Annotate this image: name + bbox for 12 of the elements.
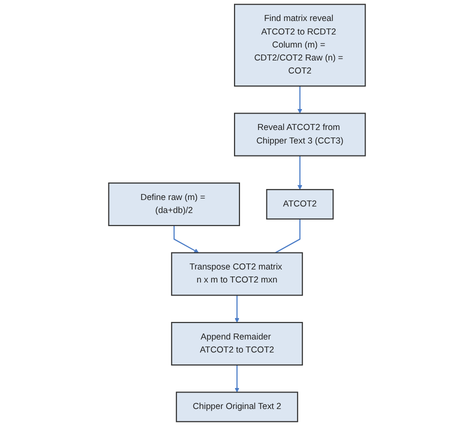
node-box: Reveal ATCOT2 from Chipper Text 3 (CCT3) — [234, 112, 366, 156]
node-box: Define raw (m) = (da+db)/2 — [108, 182, 240, 226]
arrow — [234, 364, 240, 392]
node-box: Chipper Original Text 2 — [176, 392, 298, 422]
node-box: ATCOT2 — [266, 189, 334, 220]
arrow — [298, 156, 302, 190]
node-box: Transpose COT2 matrix n x m to TCOT2 mxn — [171, 252, 303, 296]
node-box: Find matrix reveal ATCOT2 to RCDT2 Column (m) = CDT2/COT2 Raw (n) = COT2 — [234, 4, 366, 87]
node-box: Append Remaider ATCOT2 to TCOT2 — [171, 322, 303, 366]
arrow — [234, 295, 240, 323]
arrow — [298, 86, 302, 114]
arrow — [174, 226, 199, 253]
